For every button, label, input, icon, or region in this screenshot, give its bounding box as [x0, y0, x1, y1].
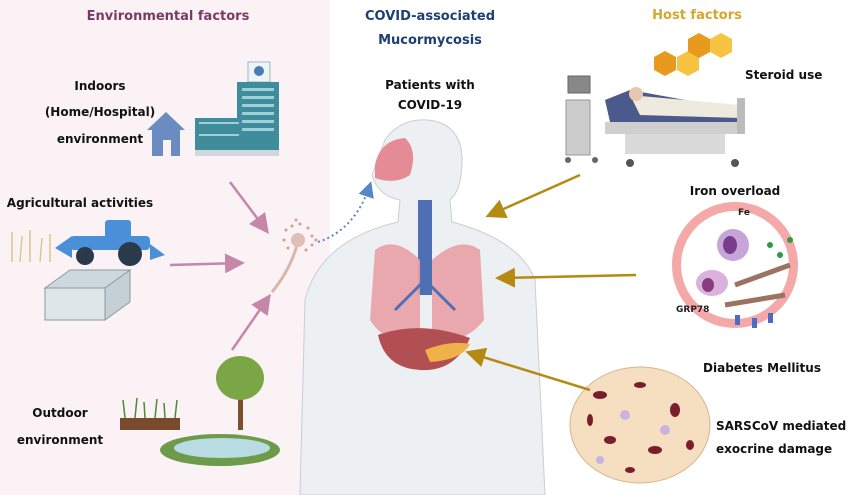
diabetes-mellitus-label: Diabetes Mellitus [703, 361, 821, 375]
steroid-use-label: Steroid use [745, 68, 822, 82]
outdoor-label-2: environment [17, 433, 104, 447]
iron-diabetes-arrow [495, 267, 637, 288]
cam-title-line1: COVID-associated [365, 9, 495, 24]
sarscov-label-2: exocrine damage [716, 442, 832, 456]
blood-vessel-illustration [672, 202, 798, 328]
grp78-label: GRP78 [676, 305, 709, 315]
patients-label-2: COVID-19 [398, 98, 462, 112]
environmental-factors-title: Environmental factors [87, 9, 250, 24]
tractor-icon [55, 220, 165, 266]
sarscov-label-1: SARSCoV mediated [716, 419, 846, 433]
indoors-label-1: Indoors [74, 79, 125, 93]
iron-overload-label: Iron overload [690, 184, 781, 198]
human-body-illustration [299, 119, 546, 495]
indoors-arrow [229, 181, 269, 234]
agricultural-label: Agricultural activities [7, 196, 153, 210]
mucor-fungus-icon [270, 218, 318, 293]
crops-icon [11, 230, 51, 263]
agricultural-arrow [169, 253, 245, 274]
cam-title-line2: Mucormycosis [378, 33, 482, 48]
pancreatic-tissue-illustration [569, 366, 711, 484]
house-icon [147, 112, 185, 156]
outdoor-arrow [230, 293, 271, 351]
inhalation-dotted-arrow [317, 181, 374, 243]
icu-bed-ventilator-illustration [565, 75, 745, 167]
outdoor-label-1: Outdoor [32, 406, 88, 420]
indoors-label-3: environment [57, 132, 144, 146]
greenhouse-icon [43, 269, 132, 321]
outdoor-landscape-icon [120, 356, 280, 466]
patients-label-1: Patients with [385, 78, 475, 92]
steroid-arrow [485, 173, 581, 219]
steroid-hexagons-icon [654, 33, 732, 76]
indoors-label-2: (Home/Hospital) [45, 105, 155, 119]
sarscov-arrow [465, 347, 591, 392]
fe-label: Fe [738, 208, 750, 218]
host-factors-title: Host factors [652, 8, 742, 23]
hospital-icon [195, 61, 279, 156]
